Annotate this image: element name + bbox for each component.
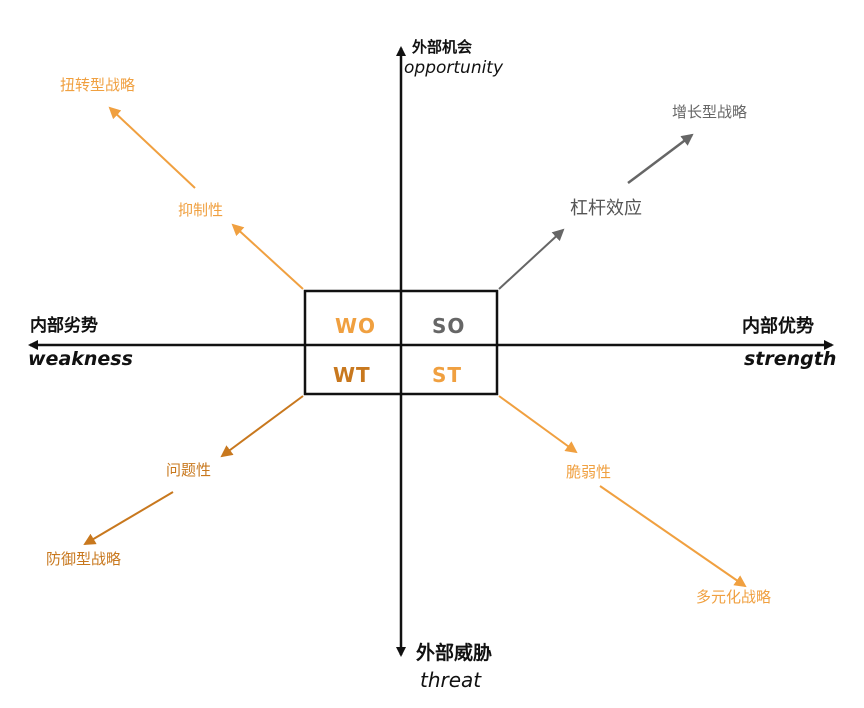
quadrant-box <box>303 289 499 396</box>
wt-end-label: 防御型战略 <box>46 550 122 568</box>
so-mid-label: 杠杆效应 <box>570 198 642 219</box>
left-axis-label-cn: 内部劣势 <box>30 316 98 336</box>
so-end-label: 增长型战略 <box>672 103 748 121</box>
left-axis-label-en: weakness <box>28 348 133 370</box>
wt-mid-label: 问题性 <box>166 461 212 479</box>
top-axis-label-cn: 外部机会 <box>412 38 473 56</box>
wt-arrow-1 <box>220 395 304 458</box>
quadrant-st-label: ST <box>432 363 463 387</box>
bottom-axis-label-cn: 外部威胁 <box>416 642 493 664</box>
so-arrow-2 <box>627 133 694 184</box>
st-arrow-1 <box>498 395 578 454</box>
wt-arrow-2 <box>83 491 174 546</box>
right-axis-label-cn: 内部优势 <box>742 316 814 337</box>
wo-arrow-1 <box>231 223 304 290</box>
quadrant-wt-label: WT <box>333 363 371 387</box>
wo-mid-label: 抑制性 <box>178 201 224 219</box>
quadrant-so-label: SO <box>432 314 466 338</box>
so-arrow-1 <box>498 228 565 290</box>
top-axis-label-en: opportunity <box>404 58 504 78</box>
quadrant-wo-label: WO <box>335 314 377 338</box>
st-arrow-2 <box>599 485 747 588</box>
wo-end-label: 扭转型战略 <box>60 76 136 94</box>
right-axis-label-en: strength <box>744 348 837 370</box>
wo-arrow-2 <box>108 106 196 189</box>
st-mid-label: 脆弱性 <box>566 463 612 481</box>
bottom-axis-label-en: threat <box>420 668 482 692</box>
st-end-label: 多元化战略 <box>696 588 772 606</box>
